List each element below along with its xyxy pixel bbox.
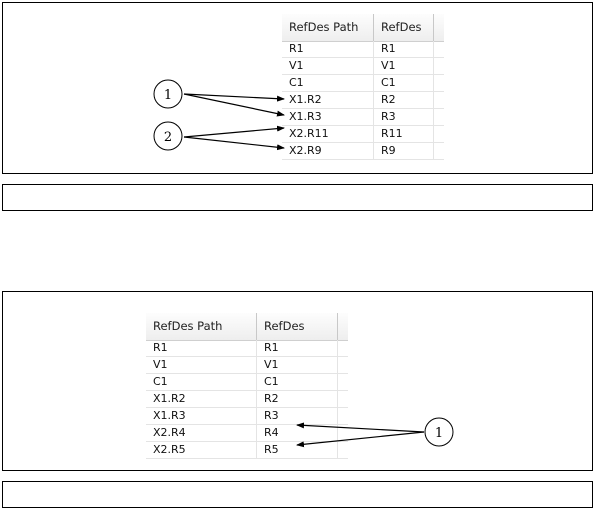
bottom-grid-header: RefDes Path RefDes	[146, 313, 348, 341]
callout-1-arrow-b	[183, 93, 285, 117]
bottom-cell-refdes: C1	[257, 374, 338, 390]
top-cell-refdes-path: X2.R9	[282, 143, 374, 159]
callout-2-circle: 2	[153, 121, 183, 151]
callout-1-number: 1	[164, 88, 172, 103]
bottom-caption-bar	[2, 481, 593, 508]
bottom-callout-1-circle: 1	[424, 417, 454, 447]
callout-1-circle: 1	[153, 79, 183, 109]
bottom-cell-refdes-path: V1	[146, 357, 257, 373]
top-col-refdes[interactable]: RefDes	[374, 14, 434, 41]
top-cell-refdes-path: X2.R11	[282, 126, 374, 142]
bottom-cell-refdes: R2	[257, 391, 338, 407]
bottom-cell-refdes: R5	[257, 442, 338, 458]
top-cell-refdes: C1	[374, 75, 434, 91]
bottom-callout-1-number: 1	[435, 426, 443, 441]
top-cell-refdes: R11	[374, 126, 434, 142]
top-cell-refdes: R9	[374, 143, 434, 159]
callout-1-arrow-a	[183, 93, 285, 102]
bottom-cell-refdes-path: X2.R4	[146, 425, 257, 441]
top-cell-refdes: R3	[374, 109, 434, 125]
bottom-callout-1-arrow-b	[296, 431, 425, 448]
top-cell-refdes: R1	[374, 41, 434, 57]
top-cell-refdes-path: X1.R2	[282, 92, 374, 108]
bottom-cell-refdes: V1	[257, 357, 338, 373]
bottom-cell-refdes-path: C1	[146, 374, 257, 390]
top-cell-refdes-path: C1	[282, 75, 374, 91]
bottom-cell-refdes-path: X1.R3	[146, 408, 257, 424]
top-grid-header: RefDes Path RefDes	[282, 14, 444, 42]
top-cell-refdes: V1	[374, 58, 434, 74]
bottom-col-refdes[interactable]: RefDes	[257, 313, 338, 340]
callout-2-number: 2	[164, 130, 172, 145]
top-col-refdes-path[interactable]: RefDes Path	[282, 14, 374, 41]
top-cell-refdes-path: V1	[282, 58, 374, 74]
top-cell-refdes: R2	[374, 92, 434, 108]
bottom-cell-refdes: R1	[257, 340, 338, 356]
bottom-callout-1-arrow-a	[296, 422, 425, 433]
bottom-col-refdes-path[interactable]: RefDes Path	[146, 313, 257, 340]
callout-2-arrow-a	[183, 125, 285, 138]
bottom-cell-refdes-path: X2.R5	[146, 442, 257, 458]
top-cell-refdes-path: R1	[282, 41, 374, 57]
bottom-cell-refdes-path: X1.R2	[146, 391, 257, 407]
bottom-cell-refdes: R4	[257, 425, 338, 441]
bottom-cell-refdes: R3	[257, 408, 338, 424]
bottom-cell-refdes-path: R1	[146, 340, 257, 356]
top-cell-refdes-path: X1.R3	[282, 109, 374, 125]
top-caption-bar	[2, 184, 593, 211]
callout-2-arrow-b	[183, 136, 285, 151]
